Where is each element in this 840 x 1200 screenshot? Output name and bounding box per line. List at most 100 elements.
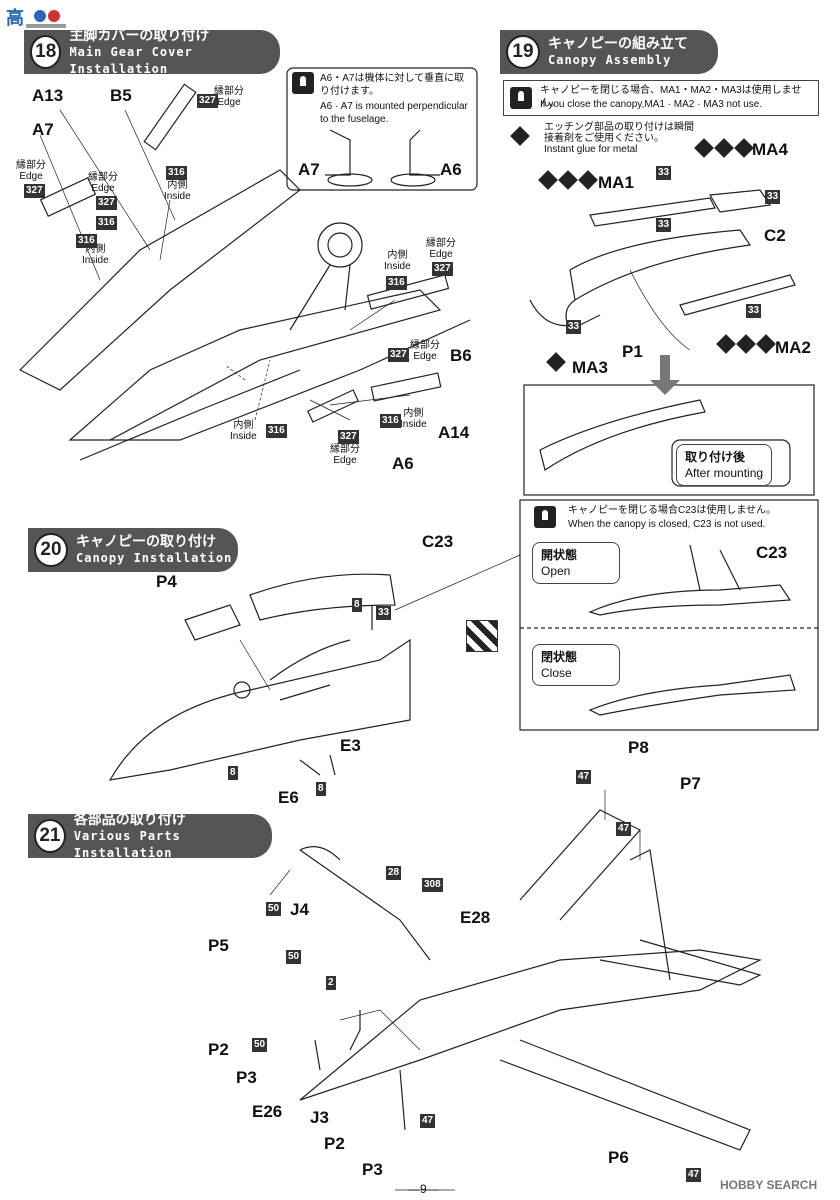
part-label-P7: P7 [680,774,701,793]
inside-jp: 内側 [387,250,408,261]
step-title-jp: 主脚カバーの取り付け [69,26,210,43]
paint-code-chip: 33 [566,320,582,334]
part-label-P3: P3 [236,1068,257,1087]
step-title-en: Canopy Installation [76,551,233,565]
part-label-A13: A13 [32,86,64,105]
part-label-E28: E28 [460,908,491,927]
inside-en: Inside [230,431,257,442]
note-text-jp: A6・A7は機体に対して垂直に取り付けます。 [320,73,465,97]
inside-jp: 内側 [85,244,106,255]
close-state-bubble: 閉状態 Close [532,644,620,686]
edge-jp: 縁部分 [88,172,118,183]
after-mounting-bubble: 取り付け後 After mounting [676,444,773,486]
part-label-P4: P4 [156,572,177,591]
part-label-B5: B5 [110,86,132,105]
step-title-en: Canopy Assembly [548,53,672,67]
instruction-icon [292,72,314,94]
paint-code-chip: 33 [765,190,781,204]
part-label-A6: A6 [392,454,414,473]
a6-a7-mounting-note: A6・A7は機体に対して垂直に取り付けます。 A6 · A7 is mounte… [292,72,472,125]
step-21-drawing [269,790,762,1151]
paint-code-chip: 316 [166,166,187,180]
inside-jp: 内側 [233,420,254,431]
inside-en: Inside [384,261,411,272]
part-label-MA4: MA4 [752,140,788,159]
paint-code-chip: 2 [326,976,336,990]
etching-symbol-icon [510,126,530,146]
step-title-jp: 各部品の取り付け [73,810,186,827]
edge-en: Edge [91,183,115,194]
part-label-A7: A7 [32,120,54,139]
part-label-P1: P1 [622,342,643,361]
ma4-etching-icon [694,138,754,158]
paint-code-chip: 50 [286,950,302,964]
edge-jp: 縁部分 [16,160,46,171]
step-20-header: 20 キャノピーの取り付け Canopy Installation [28,528,238,572]
inside-en: Inside [164,191,191,202]
part-label-E26: E26 [252,1102,283,1121]
step-title-en: Main Gear Cover Installation [69,44,193,76]
paint-code-chip: 316 [96,216,117,230]
paint-code-chip: 8 [352,598,362,612]
note-text-jp: エッチング部品の取り付けは瞬間接着剤をご使用ください。 [544,122,694,144]
ma1-etching-icon [538,170,598,190]
part-label-P3-lower: P3 [362,1160,383,1179]
bubble-text-en: After mounting [685,466,764,480]
part-label-P6: P6 [608,1148,629,1167]
paint-code-chip: 47 [420,1114,436,1128]
edge-en: Edge [413,351,437,362]
paint-code-chip: 33 [656,166,672,180]
paint-code-chip: 316 [266,424,287,438]
inside-jp: 内側 [403,408,424,419]
part-label-P8: P8 [628,738,649,757]
paint-code-chip: 8 [316,782,326,796]
paint-code-chip: 47 [576,770,592,784]
step-20-drawing [108,499,819,781]
instruction-icon [510,87,532,109]
step-18-header: 18 主脚カバーの取り付け Main Gear Cover Installati… [24,26,280,76]
edge-jp: 縁部分 [330,444,360,455]
paint-code-chip: 50 [266,902,282,916]
step-number: 18 [30,35,62,69]
c23-note: キャノピーを閉じる場合C23は使用しません。 When the canopy i… [524,502,816,536]
bubble-text-jp: 取り付け後 [685,450,746,464]
edge-en: Edge [19,171,43,182]
edge-en: Edge [217,97,241,108]
note-text-en: If you close the canopy,MA1 · MA2 · MA3 … [540,99,763,110]
inside-en: Inside [82,255,109,266]
paint-code-chip: 8 [228,766,238,780]
step-number: 19 [506,35,540,69]
part-label-A14: A14 [438,423,470,442]
part-label-A7-note: A7 [298,160,320,179]
inside-en: Inside [400,419,427,430]
bubble-text-jp: 閉状態 [541,650,578,664]
step-21-header: 21 各部品の取り付け Various Parts Installation [28,810,272,860]
paint-code-chip: 33 [656,218,672,232]
paint-code-chip: 327 [338,430,359,444]
part-label-A6-note: A6 [440,160,462,179]
paint-code-chip: 316 [386,276,407,290]
part-label-MA1: MA1 [598,173,634,192]
step-19-header: 19 キャノピーの組み立て Canopy Assembly [500,30,718,74]
part-label-P5: P5 [208,936,229,955]
bubble-text-en: Close [541,666,572,680]
part-label-C2: C2 [764,226,786,245]
bubble-text-jp: 開状態 [541,548,578,562]
part-label-P2-lower: P2 [324,1134,345,1153]
part-label-MA2: MA2 [775,338,811,357]
step-number: 20 [34,533,68,567]
paint-code-chip: 50 [252,1038,268,1052]
edge-jp: 縁部分 [214,86,244,97]
paint-code-chip: 33 [376,606,392,620]
part-label-P2: P2 [208,1040,229,1059]
paint-code-chip: 47 [616,822,632,836]
edge-jp: 縁部分 [410,340,440,351]
